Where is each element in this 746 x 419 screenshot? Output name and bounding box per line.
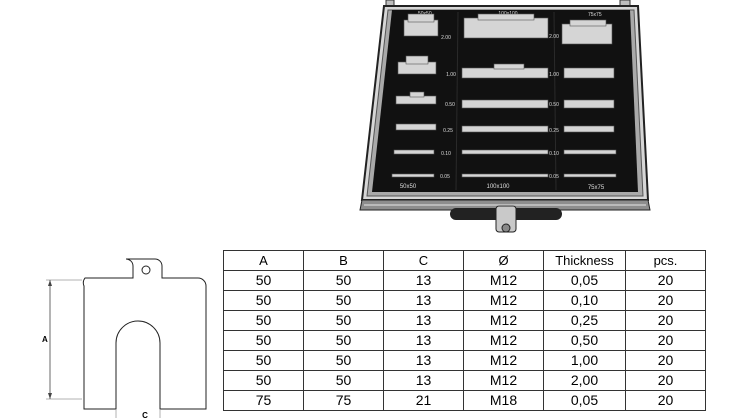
cell-diameter: M12 (463, 330, 544, 351)
table-row: 50 50 13 M12 0,25 20 (223, 310, 706, 331)
cell-b: 50 (303, 310, 384, 331)
table-row: 50 50 13 M12 0,50 20 (223, 330, 706, 351)
case-thickness-label: 0.10 (441, 151, 451, 157)
cell-diameter: M12 (463, 270, 544, 291)
cell-c: 21 (383, 390, 464, 411)
cell-b: 75 (303, 390, 384, 411)
cell-a: 50 (223, 310, 304, 331)
cell-pcs: 20 (625, 310, 706, 331)
cell-diameter: M12 (463, 310, 544, 331)
case-thickness-label: 2.00 (441, 35, 451, 41)
cell-pcs: 20 (625, 350, 706, 371)
mounting-hole (141, 265, 151, 275)
case-thickness-label: 0.25 (443, 128, 453, 134)
cell-thickness: 2,00 (543, 370, 626, 391)
dimension-a-label: A (42, 335, 48, 344)
cell-b: 50 (303, 270, 384, 291)
cell-a: 50 (223, 290, 304, 311)
shim-drawing: A C (42, 258, 207, 419)
cell-thickness: 0,05 (543, 390, 626, 411)
cell-b: 50 (303, 330, 384, 351)
cell-c: 13 (383, 370, 464, 391)
cell-thickness: 0,25 (543, 310, 626, 331)
shim-spec-table: A B C Ø Thickness pcs. 50 50 13 M12 0,05… (223, 250, 706, 411)
case-thickness-label: 1.00 (446, 72, 456, 78)
cell-a: 50 (223, 370, 304, 391)
cell-c: 13 (383, 290, 464, 311)
cell-pcs: 20 (625, 330, 706, 351)
case-thickness-label: 0.25 (549, 128, 559, 134)
case-thickness-label: 1.00 (549, 72, 559, 78)
column-header-b: B (303, 250, 384, 271)
case-size-label: 50x50 (400, 184, 417, 190)
cell-thickness: 0,10 (543, 290, 626, 311)
cell-b: 50 (303, 350, 384, 371)
cell-thickness: 1,00 (543, 350, 626, 371)
case-thickness-label: 2.00 (549, 34, 559, 40)
cell-a: 50 (223, 350, 304, 371)
table-row: 50 50 13 M12 0,05 20 (223, 270, 706, 291)
cell-thickness: 0,05 (543, 270, 626, 291)
cell-a: 50 (223, 270, 304, 291)
cell-b: 50 (303, 290, 384, 311)
column-header-pcs: pcs. (625, 250, 706, 271)
cell-diameter: M12 (463, 290, 544, 311)
case-thickness-label: 0.10 (549, 151, 559, 157)
cell-a: 75 (223, 390, 304, 411)
case-thickness-label: 0.50 (549, 102, 559, 108)
cell-pcs: 20 (625, 290, 706, 311)
cell-c: 13 (383, 270, 464, 291)
shim-case-photo: 50x50 100x100 75x75 50x50 100x100 75x75 … (359, 0, 651, 233)
table-header-row: A B C Ø Thickness pcs. (223, 250, 706, 271)
cell-b: 50 (303, 370, 384, 391)
dimension-c-label: C (142, 411, 148, 419)
cell-pcs: 20 (625, 270, 706, 291)
cell-pcs: 20 (625, 390, 706, 411)
case-size-label: 75x75 (588, 185, 605, 191)
table-row: 50 50 13 M12 1,00 20 (223, 350, 706, 371)
cell-diameter: M18 (463, 390, 544, 411)
case-size-label: 100x100 (486, 184, 510, 190)
cell-c: 13 (383, 310, 464, 331)
case-thickness-label: 0.05 (549, 174, 559, 180)
case-size-label: 75x75 (588, 12, 602, 18)
table-row: 50 50 13 M12 0,10 20 (223, 290, 706, 311)
table-row: 75 75 21 M18 0,05 20 (223, 390, 706, 411)
cell-pcs: 20 (625, 370, 706, 391)
cell-diameter: M12 (463, 370, 544, 391)
table-row: 50 50 13 M12 2,00 20 (223, 370, 706, 391)
cell-thickness: 0,50 (543, 330, 626, 351)
column-header-thickness: Thickness (543, 250, 626, 271)
cell-c: 13 (383, 330, 464, 351)
case-thickness-label: 0.50 (445, 102, 455, 108)
cell-c: 13 (383, 350, 464, 371)
cell-diameter: M12 (463, 350, 544, 371)
cell-a: 50 (223, 330, 304, 351)
shim-outline (82, 258, 207, 410)
column-header-c: C (383, 250, 464, 271)
column-header-diameter: Ø (463, 250, 544, 271)
case-thickness-label: 0.05 (440, 174, 450, 180)
column-header-a: A (223, 250, 304, 271)
